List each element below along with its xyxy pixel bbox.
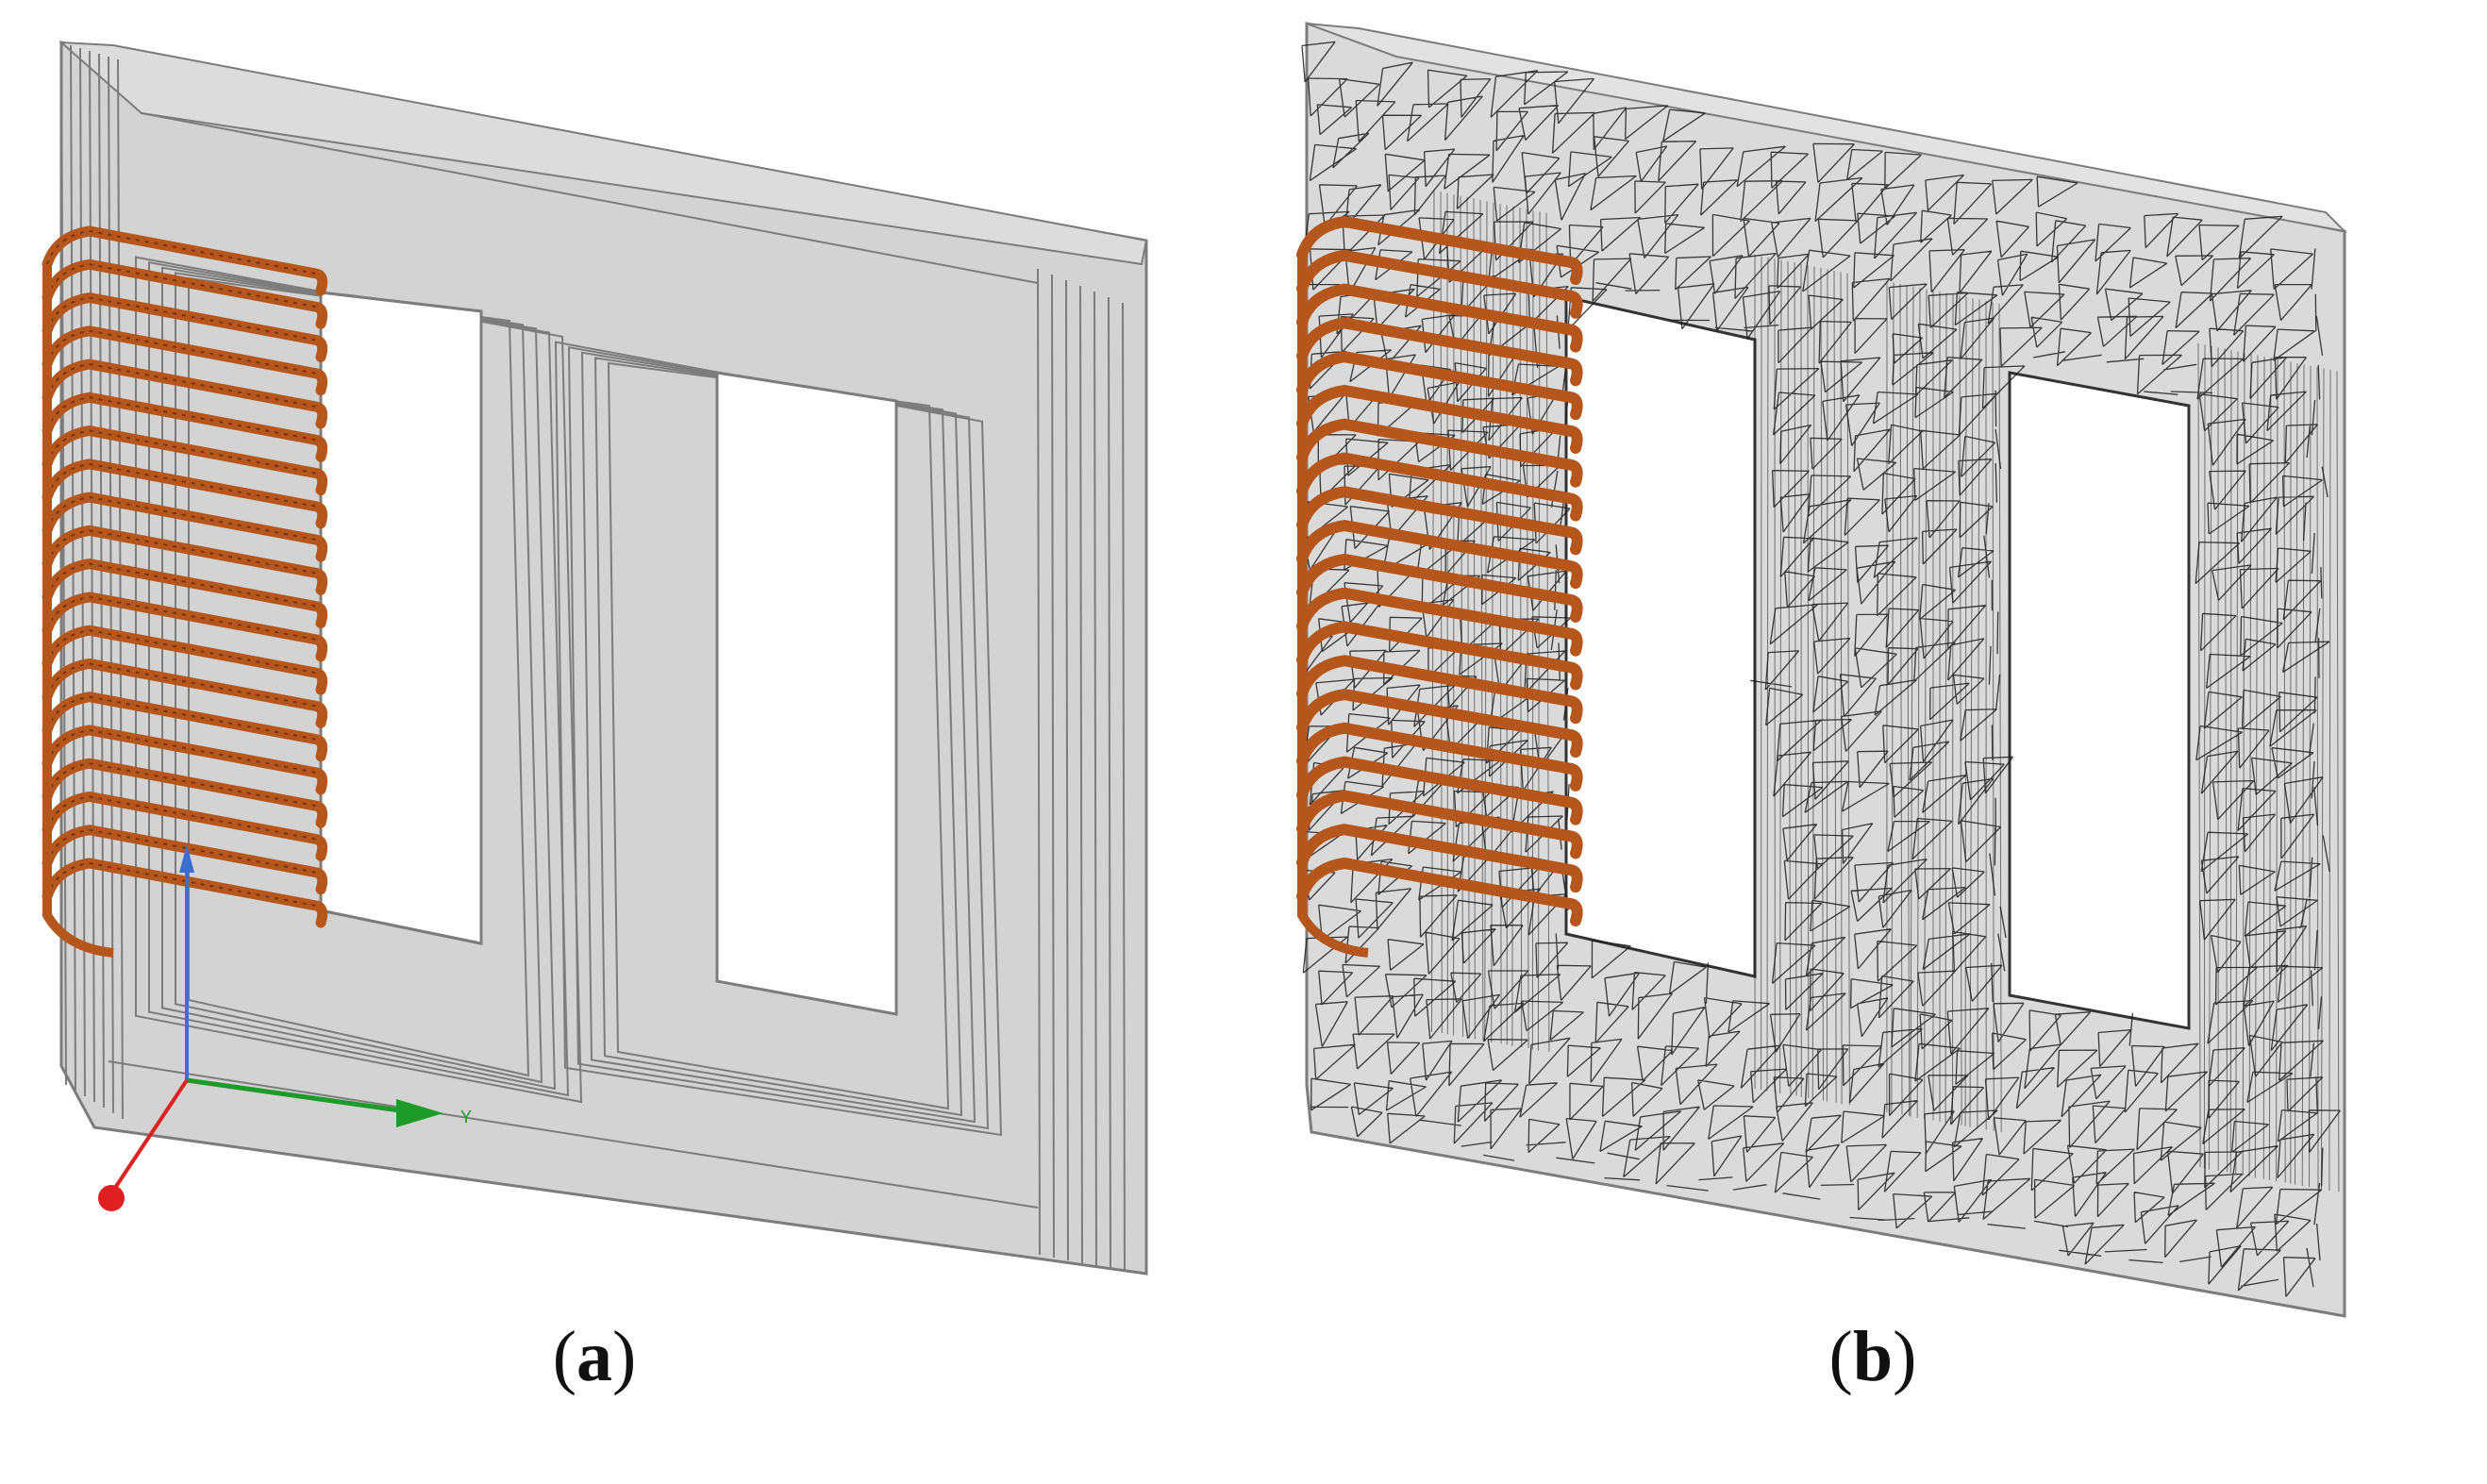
coil-turn — [1296, 824, 1583, 893]
coil-turn — [1296, 215, 1583, 285]
coil-turn-texture — [46, 728, 317, 774]
coil-turn — [1296, 452, 1583, 522]
core-left-step-line — [79, 47, 86, 1097]
coil-turn-texture — [46, 629, 317, 675]
coil-turn-texture — [46, 496, 317, 542]
coil-turn — [1296, 688, 1583, 759]
coil-turn-texture — [46, 695, 317, 741]
z-axis-arrowhead — [179, 844, 194, 873]
coil-turn — [1296, 520, 1583, 590]
mesh-window-right — [2008, 371, 2191, 1030]
coil-turn-texture — [46, 861, 317, 907]
coil-turn — [1296, 655, 1583, 725]
caption-panel-a: (a) — [552, 1317, 637, 1396]
coil-turn — [1296, 857, 1583, 926]
coordinate-axes: Y — [98, 844, 472, 1211]
core-right-step-line — [1051, 274, 1055, 1259]
coil-turn-texture — [46, 562, 317, 608]
winding-coil — [42, 225, 328, 958]
coil-turn — [1296, 249, 1583, 319]
mesh-core-top-face — [1306, 23, 2347, 233]
coil-turn-texture — [46, 595, 317, 641]
coil-turn-texture — [46, 296, 317, 342]
core-right-step-line — [1065, 279, 1069, 1261]
core-right-step-line — [1108, 296, 1111, 1270]
coil-turn-texture — [46, 762, 317, 808]
caption-panel-b: (b) — [1828, 1317, 1917, 1396]
core-right-step-line — [1122, 302, 1126, 1273]
coil-turn-texture — [46, 363, 317, 409]
core-right-step-line — [1079, 285, 1083, 1264]
transformer-core-mesh — [1305, 22, 2347, 1318]
core-top-edge — [141, 112, 1039, 284]
y-axis-label: Y — [460, 1108, 472, 1126]
coil-turn-texture — [46, 529, 317, 575]
coil-turn-texture — [46, 329, 317, 375]
coil-turn-texture — [46, 263, 317, 308]
coil-turn — [1296, 722, 1583, 792]
core-window-right-opening — [715, 371, 898, 1016]
coil-turn — [1296, 486, 1583, 556]
core-right-step-line — [1037, 268, 1041, 1256]
coil-turn — [1296, 621, 1583, 691]
panel-b-meshed-model — [1296, 22, 2347, 1318]
transformer-core-solid — [58, 41, 1148, 1276]
coil-turn-texture — [46, 229, 317, 275]
coil-turn-texture — [46, 828, 317, 874]
coil-turn — [1296, 790, 1583, 859]
core-top-bevel — [58, 41, 1148, 266]
core-left-step-line — [60, 42, 67, 1086]
coil-left-edge — [1297, 255, 1369, 958]
coil-turn — [1296, 756, 1583, 825]
mesh-window-left — [1564, 295, 1757, 978]
coil-turn-texture — [46, 795, 317, 841]
coil-turn-texture — [46, 396, 317, 442]
coil-left-edge — [42, 264, 114, 958]
coil-turn — [1296, 587, 1583, 657]
core-right-step-line — [1093, 291, 1097, 1267]
coil-turn — [1296, 317, 1583, 387]
y-axis-arrowhead — [396, 1099, 443, 1127]
coil-turn-texture — [46, 662, 317, 708]
panel-a-solid-model: Y — [42, 41, 1148, 1276]
y-axis-line — [186, 1077, 421, 1116]
x-axis-arrowhead — [98, 1185, 125, 1211]
coil-turn — [1296, 351, 1583, 421]
coil-turn-texture — [46, 429, 317, 475]
core-window-left-opening — [319, 291, 483, 945]
coil-turn — [1296, 553, 1583, 623]
coil-turn — [1296, 384, 1583, 454]
x-axis-line — [109, 1078, 189, 1195]
core-bottom-edge — [108, 1060, 1039, 1209]
coil-turn-texture — [46, 462, 317, 508]
coil-turn — [1296, 283, 1583, 353]
coil-turn — [1296, 418, 1583, 488]
winding-coil-meshed — [1296, 215, 1583, 958]
